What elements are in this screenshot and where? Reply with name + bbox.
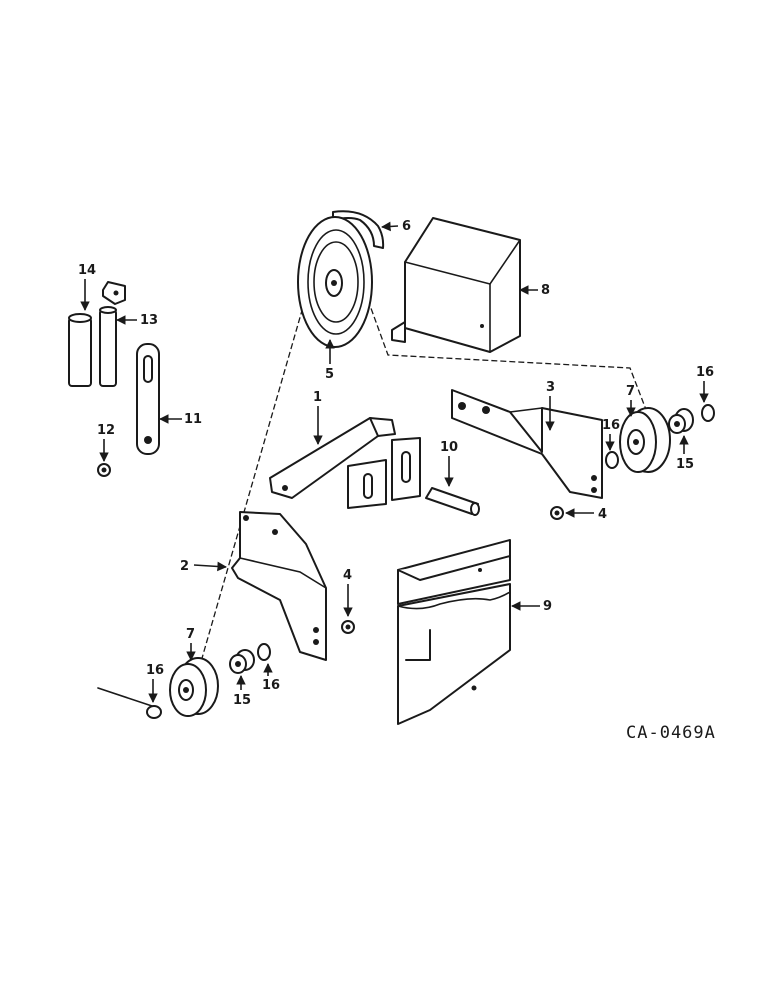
part-16-snap-ring-left-b (146, 705, 162, 719)
callout-16-left-a: 16 (146, 663, 164, 703)
callout-16-left-b: 16 (262, 663, 280, 693)
part-7-small-pulley-left (169, 657, 219, 717)
part-9-shield (397, 539, 511, 725)
callout-3-label: 3 (546, 380, 555, 395)
part-15-bushing-left (229, 649, 255, 674)
callout-12-label: 12 (97, 423, 115, 438)
part-5-large-pulley (297, 216, 373, 348)
part-8-cover (391, 217, 521, 353)
part-13-bracket-pin (99, 281, 126, 387)
part-11-slotted-link (136, 343, 160, 455)
part-6-guard-arc (332, 210, 385, 249)
callout-5-label: 5 (325, 367, 334, 382)
callout-10: 10 (440, 440, 458, 487)
callout-7-right: 7 (626, 384, 636, 417)
callout-2-label: 2 (180, 559, 189, 574)
drawing-reference: CA-0469A (626, 723, 716, 743)
callout-4-right: 4 (565, 507, 607, 522)
part-10-rod (425, 487, 480, 516)
callout-15-left: 15 (233, 675, 251, 708)
callout-16-left-b-label: 16 (262, 678, 280, 693)
part-3-angle-bracket (451, 389, 603, 499)
part-16-snap-ring-right-a (701, 404, 715, 422)
callout-4-center: 4 (343, 568, 353, 617)
callout-9-label: 9 (543, 599, 552, 614)
callout-16-right-b: 16 (602, 418, 620, 451)
callout-10-label: 10 (440, 440, 458, 455)
callout-4-right-label: 4 (598, 507, 607, 522)
callout-13: 13 (116, 313, 158, 328)
callout-9: 9 (511, 599, 552, 614)
callout-16-right-a-label: 16 (696, 365, 714, 380)
part-12-nut (97, 463, 111, 477)
part-1-mounting-bracket (269, 417, 421, 509)
part-2-side-bracket (231, 511, 327, 661)
belt-path (97, 299, 651, 707)
callout-1-label: 1 (313, 390, 322, 405)
callout-5: 5 (325, 339, 335, 382)
callout-7-left: 7 (186, 627, 196, 661)
callout-2: 2 (180, 559, 227, 574)
part-4-nut-right (550, 506, 564, 520)
callout-1: 1 (313, 390, 323, 445)
callout-13-label: 13 (140, 313, 158, 328)
callout-15-left-label: 15 (233, 693, 251, 708)
part-16-snap-ring-right-b (605, 451, 619, 469)
callout-15-right-label: 15 (676, 457, 694, 472)
callout-16-right-a: 16 (696, 365, 714, 403)
callout-11: 11 (159, 412, 202, 427)
part-7-small-pulley-right (619, 407, 671, 473)
callout-8: 8 (519, 283, 550, 298)
callout-6: 6 (381, 219, 411, 234)
callout-4-center-label: 4 (343, 568, 352, 583)
callout-11-label: 11 (184, 412, 202, 427)
callout-6-label: 6 (402, 219, 411, 234)
part-15-bushing-right (668, 408, 694, 434)
part-4-nut-center (341, 620, 355, 634)
callout-14-label: 14 (78, 263, 96, 278)
part-14-tube (68, 313, 92, 387)
callout-16-right-b-label: 16 (602, 418, 620, 433)
callout-16-left-a-label: 16 (146, 663, 164, 678)
callout-8-label: 8 (541, 283, 550, 298)
callout-7-right-label: 7 (626, 384, 635, 399)
callout-3: 3 (545, 380, 555, 431)
part-16-snap-ring-left-a (257, 643, 271, 661)
callout-15-right: 15 (676, 435, 694, 472)
callout-7-left-label: 7 (186, 627, 195, 642)
callout-12: 12 (97, 423, 115, 462)
callout-14: 14 (78, 263, 96, 311)
